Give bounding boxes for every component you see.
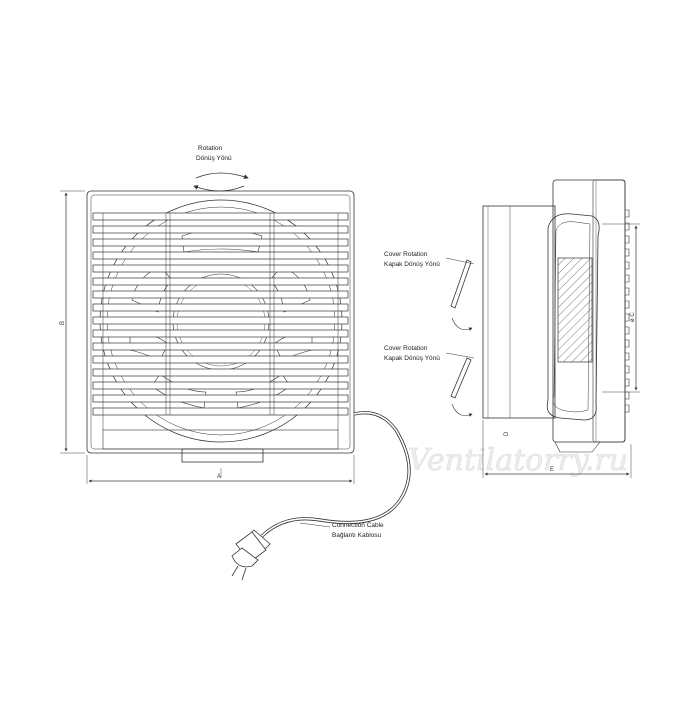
dimension-d-label: D <box>504 431 510 436</box>
dimension-b-label: B <box>60 321 66 325</box>
cover-rotation-1-tr: Kapak Dönüş Yönü <box>384 261 440 268</box>
dimension-e-line <box>482 420 632 478</box>
plug <box>231 529 271 581</box>
motor-hatch <box>557 257 593 363</box>
rotation-label-en: Rotation <box>198 145 223 152</box>
connection-cable <box>260 411 411 538</box>
front-view <box>86 190 355 478</box>
cover-rotation-2-en: Cover Rotation <box>384 345 428 352</box>
dimension-a-line <box>86 455 355 484</box>
bottom-tab <box>181 448 264 463</box>
rotation-arrow <box>193 172 249 192</box>
cover-rotation-1-en: Cover Rotation <box>384 251 428 258</box>
rotation-label-tr: Dönüş Yönü <box>196 155 232 162</box>
dimension-c-line <box>602 223 640 393</box>
watermark: Ventilatorry.ru <box>408 443 628 478</box>
cover-rotation-2-tr: Kapak Dönüş Yönü <box>384 355 440 362</box>
dimension-a-label: A <box>217 474 221 480</box>
grille-louvres <box>92 212 349 416</box>
side-louvre-teeth <box>625 209 630 413</box>
dimension-c-label: ø C <box>630 312 636 322</box>
side-fan-section <box>546 213 600 421</box>
dimension-e-label: E <box>550 467 554 473</box>
cover-flaps <box>450 259 473 417</box>
cable-leader <box>299 522 331 528</box>
side-view <box>482 179 630 453</box>
side-rear-body <box>482 205 556 419</box>
dimension-b-line <box>60 190 85 454</box>
cable-label-tr: Bağlantı Kablosu <box>332 532 382 539</box>
cable-label-en: Connection Cable <box>332 522 384 529</box>
